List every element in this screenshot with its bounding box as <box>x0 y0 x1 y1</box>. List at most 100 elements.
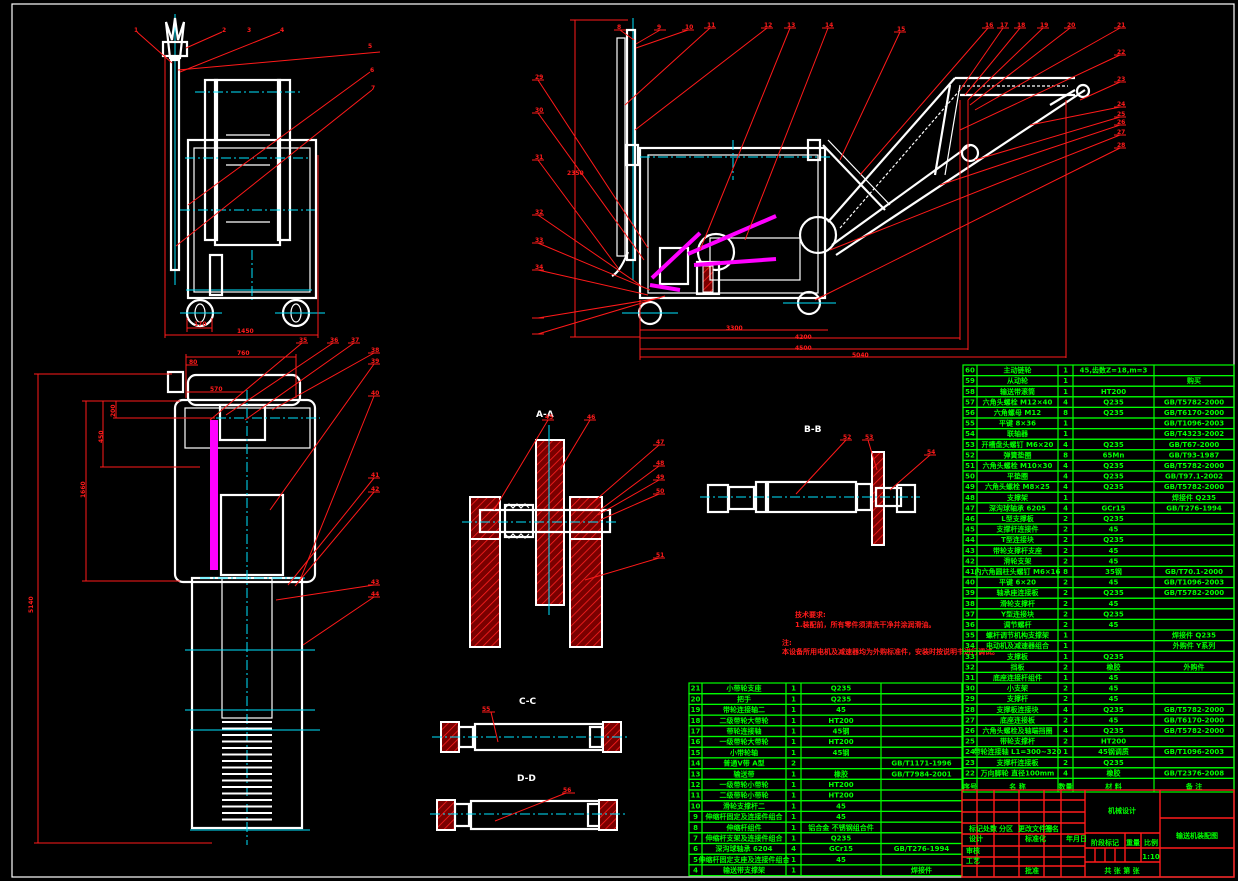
bom-cell-note: GB/T7984-2001 <box>891 770 951 778</box>
bom-cell-qty: 4 <box>1063 441 1068 449</box>
bom-cell-mat: 45,齿数Z=18,m=3 <box>1080 366 1148 375</box>
balloon: 36 <box>330 337 338 344</box>
leader-line <box>744 27 829 241</box>
tb-process: 工艺 <box>966 856 980 865</box>
bom-cell-qty: 1 <box>791 717 796 725</box>
bom-cell-no: 53 <box>965 441 975 449</box>
bom-cell-qty: 2 <box>1063 685 1068 693</box>
leader-line <box>599 465 660 511</box>
bom-cell-mat: 45 <box>836 856 846 864</box>
bom-cell-no: 7 <box>693 835 698 843</box>
bom-cell-note: 焊接件 Q235 <box>1172 493 1216 502</box>
bom-cell-name: 支撑架 <box>1006 493 1028 502</box>
bom-cell-no: 31 <box>965 674 975 682</box>
tb-standard: 标准化 <box>1024 834 1046 843</box>
balloon: 37 <box>351 337 359 344</box>
balloon: 7 <box>371 85 375 92</box>
v-belt-1 <box>650 231 702 280</box>
bom-cell-no: 28 <box>965 706 975 714</box>
bom-cell-name: 平垫圈 <box>1007 472 1028 481</box>
bom-cell-qty: 2 <box>1063 663 1068 671</box>
bom-cell-no: 36 <box>965 621 975 629</box>
tech-req-title: 技术要求: <box>795 610 826 619</box>
bom-cell-no: 47 <box>965 504 975 512</box>
bom-cell-qty: 1 <box>1063 367 1068 375</box>
leader-line <box>867 439 878 471</box>
bom-cell-mat: Q235 <box>831 685 852 693</box>
balloon: 11 <box>707 22 715 29</box>
bom-cell-qty: 1 <box>791 802 796 810</box>
dim-front-wheel: 170 <box>194 321 207 328</box>
dim-plan-h1: 200 <box>110 404 117 417</box>
bom-cell-mat: 橡胶 <box>1107 662 1121 671</box>
balloon: 31 <box>535 154 543 161</box>
tb-approve: 批准 <box>1025 866 1039 875</box>
bom-cell-name: 把手 <box>737 694 751 703</box>
leader-line <box>839 31 901 161</box>
bom-cell-name: 六角头螺栓 M8×25 <box>985 482 1050 491</box>
bom-cell-mat: HT200 <box>1101 388 1126 396</box>
leader-line <box>537 159 619 269</box>
bom-cell-mat: Q235 <box>1103 515 1124 523</box>
bom-cell-qty: 2 <box>1063 621 1068 629</box>
bom-cell-qty: 2 <box>1063 526 1068 534</box>
dim-plan-offset: 80 <box>189 359 197 366</box>
bom-cell-mat: Q235 <box>1103 398 1124 406</box>
bom-cell-qty: 1 <box>1063 642 1068 650</box>
bom-cell-name: 输送带支撑架 <box>723 866 765 875</box>
leader-line <box>974 27 1121 111</box>
bom-cell-note: 焊接件 Q235 <box>1172 631 1216 640</box>
bom-cell-name: 万向脚轮 直径100mm <box>980 768 1055 777</box>
bom-header-cell: 备 注 <box>1185 782 1202 791</box>
balloon: 25 <box>1117 111 1125 118</box>
bom-cell-mat: HT200 <box>1101 738 1126 746</box>
bom-cell-no: 41 <box>965 568 975 576</box>
bom-cell-name: 螺杆调节机构支撑架 <box>986 631 1049 640</box>
v-belt-3 <box>693 257 777 267</box>
bom-cell-no: 56 <box>965 409 975 417</box>
bom-cell-mat: HT200 <box>828 781 853 789</box>
bom-cell-qty: 2 <box>1063 600 1068 608</box>
bom-cell-qty: 1 <box>1063 674 1068 682</box>
bom-cell-mat: Q235 <box>1103 483 1124 491</box>
bom-cell-qty: 4 <box>1063 398 1068 406</box>
bom-cell-name: 从动轮 <box>1007 376 1028 385</box>
bom-cell-name: 二级带轮小带轮 <box>720 791 769 800</box>
bom-cell-qty: 2 <box>1063 759 1068 767</box>
leader-line <box>209 342 303 421</box>
bom-cell-mat: 45 <box>836 706 846 714</box>
bom-cell-note: GB/T1096-2003 <box>1164 748 1224 756</box>
bom-cell-qty: 4 <box>791 845 796 853</box>
bom-cell-name: 挡板 <box>1011 662 1026 671</box>
bom-cell-name: 伸缩杆支架及连接件组合 <box>705 834 784 843</box>
bom-cell-name: 联轴器 <box>1007 429 1029 438</box>
bom-cell-name: 底座连接杆组件 <box>993 673 1042 682</box>
dim-side-1: 3300 <box>726 325 743 332</box>
boom-upper-rail <box>827 77 956 223</box>
bom-cell-qty: 1 <box>1063 377 1068 385</box>
leader-line <box>537 297 661 319</box>
bom-cell-no: 35 <box>965 632 975 640</box>
bom-cell-mat: 45 <box>1109 621 1119 629</box>
bom-cell-no: 33 <box>965 653 975 661</box>
balloon: 55 <box>482 706 490 713</box>
bom-cell-name: 六角头螺栓 M12×40 <box>983 397 1053 406</box>
bom-cell-no: 26 <box>965 727 975 735</box>
bom-cell-name: 底座连接板 <box>1000 715 1036 724</box>
dim-side-2: 4200 <box>795 334 812 341</box>
balloon: 48 <box>656 460 664 467</box>
aa-small-pulley <box>503 503 535 539</box>
bom-cell-qty: 1 <box>791 706 796 714</box>
balloon: 29 <box>535 74 543 81</box>
bom-cell-qty: 2 <box>1063 579 1068 587</box>
bom-cell-qty: 1 <box>791 728 796 736</box>
leader-line <box>964 27 1021 96</box>
